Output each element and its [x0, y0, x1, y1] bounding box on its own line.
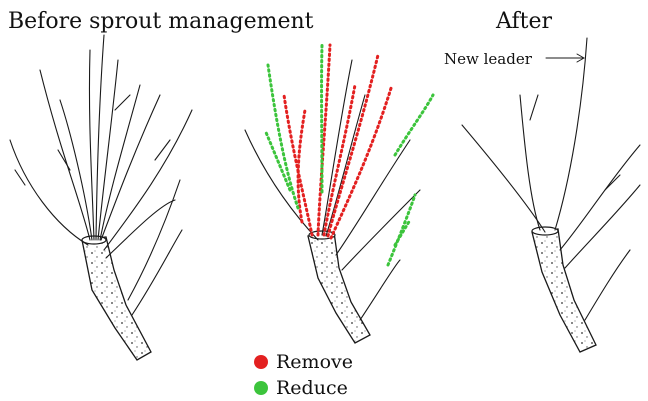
tree-after	[462, 38, 640, 352]
legend-reduce-label: Reduce	[276, 377, 348, 399]
trunk-marked	[308, 232, 370, 343]
tree-marked	[245, 45, 433, 343]
new-leader-branch	[555, 38, 587, 230]
remove-dot-icon	[254, 355, 268, 369]
reduce-dot-icon	[254, 381, 268, 395]
reduce-shoot-5	[265, 130, 290, 190]
reduce-shoot-3	[395, 95, 433, 155]
remove-shoot-6	[298, 110, 305, 222]
legend-reduce: Reduce	[254, 377, 348, 399]
reduce-shoot-1	[268, 65, 298, 208]
tree-before	[10, 35, 192, 360]
remove-shoot-2	[318, 45, 330, 235]
reduce-shoot-6	[395, 220, 410, 245]
reduce-shoot-4	[388, 195, 415, 265]
legend-remove-label: Remove	[276, 351, 353, 373]
trunk-after	[532, 229, 596, 352]
legend-remove: Remove	[254, 351, 353, 373]
trunk-before	[82, 237, 151, 360]
